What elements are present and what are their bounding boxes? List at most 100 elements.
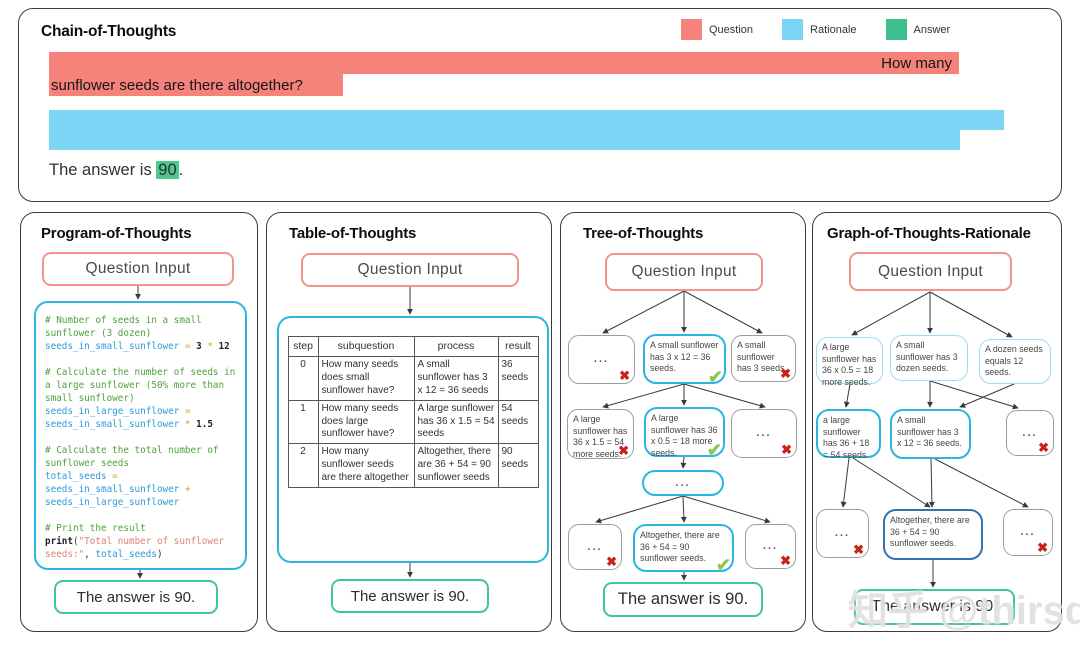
legend-item-question: Question (681, 19, 753, 40)
pot-title: Program-of-Thoughts (41, 225, 192, 242)
code-line: seeds_in_large_sunflower = (45, 406, 191, 417)
tree-node-accepted: Altogether, there are 36 + 54 = 90 sunfl… (633, 524, 734, 575)
graph-answer-box: The answer is 90. (854, 589, 1015, 625)
code-line: seeds:", total_seeds) (45, 549, 163, 560)
table-cell: A small sunflower has 3 x 12 = 36 seeds (413, 356, 499, 401)
table-cell: Altogether, there are 36 + 54 = 90 sunfl… (413, 443, 499, 488)
cross-icon: ✖ (618, 443, 629, 458)
tree-node-rejected: A small sunflower has 3 seeds. ✖ (731, 335, 796, 382)
cross-icon: ✖ (1038, 440, 1049, 455)
rationale-color-swatch (782, 19, 804, 40)
code-line: seeds_in_small_sunflower = 3 * 12 (45, 341, 230, 352)
code-line: # Calculate the number of seeds in (45, 367, 236, 378)
code-line: # Print the result (45, 523, 146, 534)
pot-answer-box: The answer is 90. (54, 580, 218, 614)
graph-node-accepted: a large sunflower has 36 + 18 = 54 seeds (816, 409, 881, 460)
code-line: sunflower (3 dozen) (45, 328, 152, 339)
table-cell: 54 seeds (497, 399, 539, 445)
tot-title: Table-of-Thoughts (289, 225, 417, 242)
table-cell: 90 seeds (497, 443, 539, 488)
table-cell: 0 (287, 356, 319, 401)
code-line (45, 509, 236, 522)
chain-answer-line: The answer is 90. (49, 161, 184, 179)
check-icon: ✔ (715, 555, 731, 575)
cross-icon: ✖ (606, 554, 617, 569)
code-line: seeds_in_large_sunflower (45, 497, 180, 508)
legend-label: Answer (913, 23, 951, 36)
legend-item-answer: Answer (885, 19, 951, 40)
answer-color-swatch (885, 19, 907, 40)
code-line: seeds_in_small_sunflower + (45, 484, 191, 495)
check-icon: ✔ (706, 440, 722, 460)
graph-node-rationale: A dozen seeds equals 12 seeds. (979, 339, 1051, 384)
check-icon: ✔ (707, 367, 723, 387)
graph-node-rejected: ... ✖ (1006, 410, 1054, 456)
tree-question-input-box: Question Input (605, 253, 763, 291)
graph-node-accepted: A small sunflower has 3 x 12 = 36 seeds. (890, 409, 971, 459)
graph-question-input-box: Question Input (849, 252, 1012, 291)
chain-of-thoughts-panel: Chain-of-Thoughts Question Rationale Ans… (18, 8, 1062, 202)
table-cell: A large sunflower has 36 x 1.5 = 54 seed… (413, 399, 499, 445)
code-line: total_seeds = (45, 471, 118, 482)
code-line: seeds_in_small_sunflower * 1.5 (45, 419, 213, 430)
graph-node-rationale: A small sunflower has 3 dozen seeds. (890, 335, 968, 381)
question-highlight-line2: sunflower seeds are there altogether? (49, 74, 343, 96)
tree-node-rejected: ... ✖ (745, 524, 796, 569)
question-highlight-line1: How many (49, 52, 959, 74)
tree-node-accepted: A small sunflower has 3 x 12 = 36 seeds.… (643, 334, 726, 387)
tot-question-input-box: Question Input (301, 253, 519, 287)
cross-icon: ✖ (781, 442, 792, 457)
code-line: sunflower seeds (45, 458, 129, 469)
pot-question-input-box: Question Input (42, 252, 234, 286)
tree-node-rejected: A large sunflower has 36 x 1.5 = 54 more… (567, 409, 634, 459)
tree-of-thoughts-panel: Tree-of-Thoughts Question Input ... ✖ A … (560, 212, 806, 632)
code-line: print("Total number of sunflower (45, 536, 225, 547)
table-cell: 2 (287, 443, 319, 488)
tree-node-continuation: ... (642, 470, 724, 496)
rationale-bar-line1 (49, 110, 1004, 130)
cross-icon: ✖ (853, 542, 864, 557)
legend-label: Question (709, 23, 754, 36)
legend-label: Rationale (810, 23, 857, 36)
question-color-swatch (681, 19, 702, 40)
code-line: # Calculate the total number of (45, 445, 219, 456)
graph-node-final-rationale: Altogether, there are 36 + 54 = 90 sunfl… (883, 509, 983, 560)
table-header-cell: subquestion (317, 335, 415, 358)
table-header-cell: process (413, 335, 499, 358)
graph-node-rationale: A large sunflower has 36 x 0.5 = 18 more… (816, 337, 883, 387)
graph-of-thoughts-panel: Graph-of-Thoughts-Rationale Question Inp… (812, 212, 1062, 632)
tree-node-rejected: ... ✖ (568, 335, 635, 384)
code-line (45, 353, 236, 366)
cross-icon: ✖ (619, 368, 630, 383)
tree-answer-box: The answer is 90. (603, 582, 763, 617)
cross-icon: ✖ (780, 553, 791, 568)
code-line (45, 431, 236, 444)
cross-icon: ✖ (780, 366, 791, 381)
tree-node-accepted: A large sunflower has 36 x 0.5 = 18 more… (644, 407, 725, 460)
table-cell: 36 seeds (497, 356, 539, 401)
tree-node-rejected: ... ✖ (731, 409, 797, 458)
program-of-thoughts-panel: Program-of-Thoughts Question Input # Num… (20, 212, 258, 632)
graph-title: Graph-of-Thoughts-Rationale (827, 225, 1031, 242)
legend: Question Rationale Answer (681, 19, 950, 40)
tree-node-rejected: ... ✖ (568, 524, 622, 570)
rationale-bar-line2 (49, 130, 960, 150)
table-cell: 1 (287, 399, 319, 445)
chain-title: Chain-of-Thoughts (41, 23, 177, 40)
code-line: small sunflower) (45, 393, 135, 404)
table-cell: How many seeds does large sunflower have… (317, 399, 415, 445)
tot-answer-box: The answer is 90. (331, 579, 489, 613)
graph-node-rejected: ... ✖ (816, 509, 869, 558)
legend-item-rationale: Rationale (782, 19, 857, 40)
answer-highlight: 90 (156, 161, 179, 179)
table-header-cell: step (287, 335, 319, 358)
